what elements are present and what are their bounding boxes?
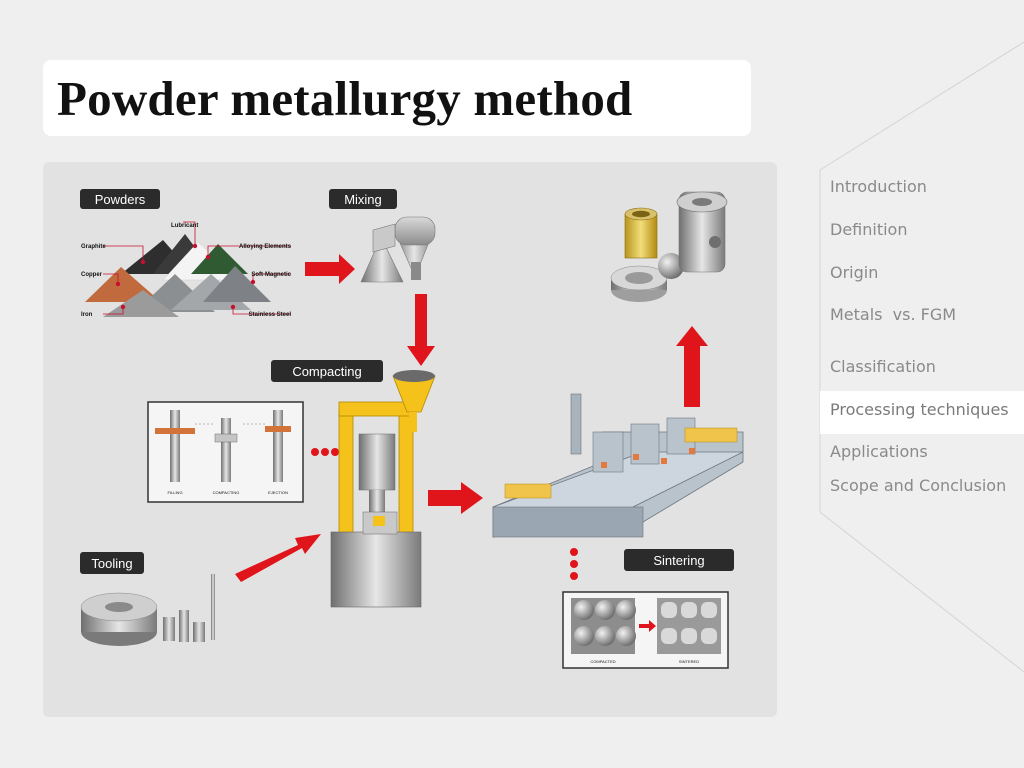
tooling-icon: [80, 574, 215, 646]
mixing-label-box: [329, 189, 397, 209]
alloying-pile: [191, 244, 248, 274]
step-filling: FILLING: [167, 490, 182, 495]
sintering-stage: Sintering COMPACTED SINTERED: [562, 549, 734, 669]
section-nav: Introduction Definition Origin Metals vs…: [820, 0, 1024, 768]
sintering-furnace-icon: [492, 393, 744, 538]
arrow-compacting-to-sintering: [428, 482, 483, 514]
arrow-tooling-to-press: [235, 534, 321, 582]
mixing-label: Mixing: [344, 192, 382, 207]
label-copper: Copper: [81, 272, 103, 278]
label-compacted: COMPACTED: [590, 659, 615, 664]
nav-item-scope-and-conclusion[interactable]: Scope and Conclusion: [830, 476, 1007, 495]
soft-magnetic-pile: [203, 266, 271, 302]
label-lubricant: Lubricant: [171, 223, 198, 229]
label-alloying-elements: Alloying Elements: [239, 244, 292, 250]
arrow-powders-to-mixing: [305, 254, 355, 284]
nav-item-metals-vs-fgm[interactable]: Metals vs. FGM: [830, 305, 957, 324]
step-compacting: COMPACTING: [213, 490, 240, 495]
mixer-icon: [360, 216, 436, 283]
nav-item-applications[interactable]: Applications: [830, 442, 928, 461]
powders-stage: Powders Lubricant: [80, 189, 292, 318]
step-ejection: EJECTION: [268, 490, 288, 495]
nav-item-origin[interactable]: Origin: [830, 263, 879, 282]
label-iron: Iron: [81, 312, 93, 318]
compacting-label: Compacting: [292, 364, 361, 379]
compacting-stage: Compacting FILLING COMPACTING EJECTION: [147, 360, 436, 608]
mixing-stage: Mixing: [329, 189, 436, 283]
tooling-label: Tooling: [91, 556, 132, 571]
nav-item-introduction[interactable]: Introduction: [830, 177, 927, 196]
nav-item-classification[interactable]: Classification: [830, 357, 936, 376]
arrow-compacted-to-sintered: [639, 620, 656, 632]
label-graphite: Graphite: [81, 244, 106, 250]
arrow-mixing-to-compacting: [407, 294, 435, 366]
process-diagram: Powders Lubricant: [43, 162, 777, 717]
sintering-label: Sintering: [653, 553, 704, 568]
dots-compacting: [311, 448, 339, 456]
stainless-pile: [103, 290, 179, 317]
sintering-label-box: [624, 549, 734, 571]
nav-item-processing-techniques[interactable]: Processing techniques: [820, 391, 1024, 434]
press-machine-icon: [330, 370, 436, 608]
arrow-sintering-to-products: [676, 326, 708, 407]
nav-item-definition[interactable]: Definition: [830, 220, 908, 239]
sintered-particles: [657, 598, 721, 654]
label-stainless-steel: Stainless Steel: [249, 312, 292, 318]
compacting-steps-illustration: [155, 410, 291, 482]
dots-sintering: [570, 548, 578, 580]
tooling-stage: Tooling: [80, 552, 215, 646]
finished-parts-icon: [610, 191, 728, 302]
label-sintered: SINTERED: [679, 659, 699, 664]
slide-title: Powder metallurgy method: [57, 71, 633, 126]
compacting-label-box: [271, 360, 383, 382]
tooling-label-box: [80, 552, 144, 574]
powders-label: Powders: [95, 192, 146, 207]
label-soft-magnetic: Soft-Magnetic: [251, 272, 291, 278]
compacted-particles: [571, 598, 636, 654]
powders-label-box: [80, 189, 160, 209]
title-box: Powder metallurgy method: [43, 60, 751, 136]
